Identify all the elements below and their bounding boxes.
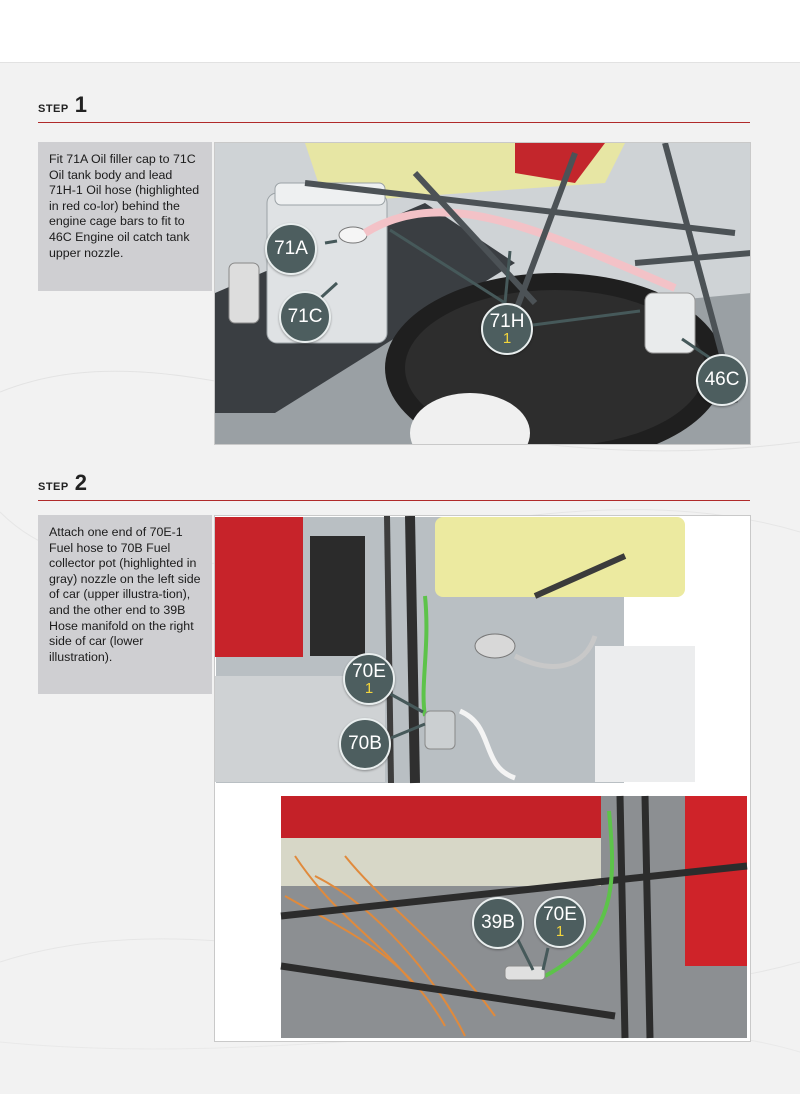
- step-2-description: Attach one end of 70E-1 Fuel hose to 70B…: [38, 515, 212, 694]
- step-1-number: 1: [74, 92, 88, 117]
- callout-70B: 70B: [339, 718, 391, 770]
- callout-71A: 71A: [265, 223, 317, 275]
- step-2-number: 2: [74, 470, 88, 495]
- callout-71C: 71C: [279, 291, 331, 343]
- step-2-heading: step 2: [38, 470, 750, 501]
- step-1-description: Fit 71A Oil filler cap to 71C Oil tank b…: [38, 142, 212, 291]
- callout-46C: 46C: [696, 354, 748, 406]
- page-top-band: [0, 0, 800, 63]
- callout-39B: 39B: [472, 897, 524, 949]
- step-1-word: step: [38, 99, 69, 116]
- step-1-heading: step 1: [38, 92, 750, 123]
- step-2-word: step: [38, 477, 69, 494]
